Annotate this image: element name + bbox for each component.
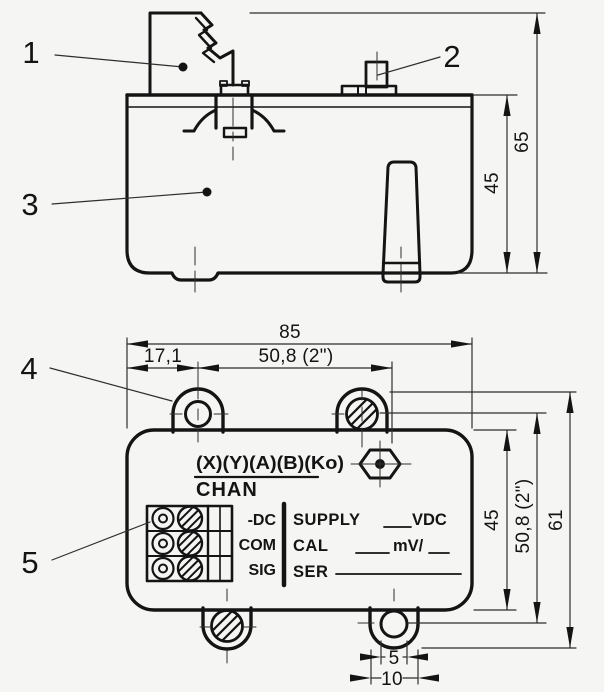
terminal-screw-icon (176, 555, 204, 582)
cable-bracket (148, 11, 235, 97)
serial-label: SER (293, 563, 328, 581)
callout-2-label: 2 (443, 39, 460, 74)
gland-flare-left (182, 108, 218, 133)
face-view-callouts: 4 5 (20, 351, 173, 580)
callout-3-label: 3 (21, 187, 38, 222)
top-stud (340, 51, 398, 97)
terminal-screw-icon (176, 505, 204, 532)
supply-label: SUPPLY (293, 511, 361, 529)
cal-label: CAL (293, 537, 328, 555)
terminal-icon (151, 556, 175, 581)
cable-break-symbol (199, 11, 235, 87)
side-view-dimensions (249, 12, 548, 274)
callout-5-label: 5 (21, 545, 38, 580)
dim-body-height-label: 45 (482, 172, 503, 194)
face-view-dimensions (126, 337, 577, 685)
hex-nut (350, 440, 412, 488)
dim-hole-pitch-horizontal-label: 50,8 (2") (259, 346, 334, 367)
terminal-block (145, 504, 234, 583)
dim-hole-diameter-label: 5 (389, 648, 400, 669)
mounting-hole-bottom-right (379, 609, 409, 639)
screw-head-bottom-left-icon (210, 609, 244, 643)
supply-unit-label: VDC (412, 511, 447, 529)
cable-gland (182, 80, 286, 161)
body-outline (125, 428, 474, 612)
terminal-label-dc: -DC (248, 512, 277, 529)
dim-hole-pitch-vertical-label: 50,8 (2") (513, 479, 534, 554)
cable-break-symbol-inner (194, 16, 216, 64)
center-marks (169, 361, 395, 664)
terminal-icon (151, 506, 175, 531)
callout-1-label: 1 (22, 35, 39, 70)
terminal-screw-icon (176, 530, 204, 557)
channel-code-label: (X)(Y)(A)(B)(Ko) (196, 453, 344, 473)
dim-overall-height-label: 65 (512, 131, 533, 153)
dim-overall-height-label: 61 (546, 509, 567, 531)
callout-4-label: 4 (20, 351, 37, 386)
gland-flare-right (250, 108, 286, 133)
side-view: 65 45 1 2 3 (21, 11, 548, 293)
face-view: (X)(Y)(A)(B)(Ko) CHAN -DC COM SIG SUPPLY… (20, 322, 577, 690)
terminal-label-sig: SIG (248, 562, 276, 579)
callout-3-dot (202, 187, 212, 197)
dim-body-height-label: 45 (482, 509, 503, 531)
mounting-hole-top-left (184, 400, 212, 428)
dim-lug-width-label: 10 (381, 669, 403, 690)
side-view-callouts: 1 2 3 (21, 35, 460, 222)
chan-label: CHAN (196, 479, 258, 501)
dim-overall-width-label: 85 (279, 322, 301, 343)
terminal-label-com: COM (239, 537, 276, 554)
mounting-lug-bottom-left (201, 606, 253, 651)
tapered-plug (381, 160, 422, 293)
mounting-lug-top-right (335, 387, 389, 434)
cal-unit-label: mV/ (393, 537, 424, 555)
dim-hole-offset-label: 17,1 (144, 346, 182, 367)
terminal-icon (151, 531, 175, 556)
callout-1-dot (178, 62, 188, 72)
mounting-lug-bottom-right (368, 606, 420, 650)
